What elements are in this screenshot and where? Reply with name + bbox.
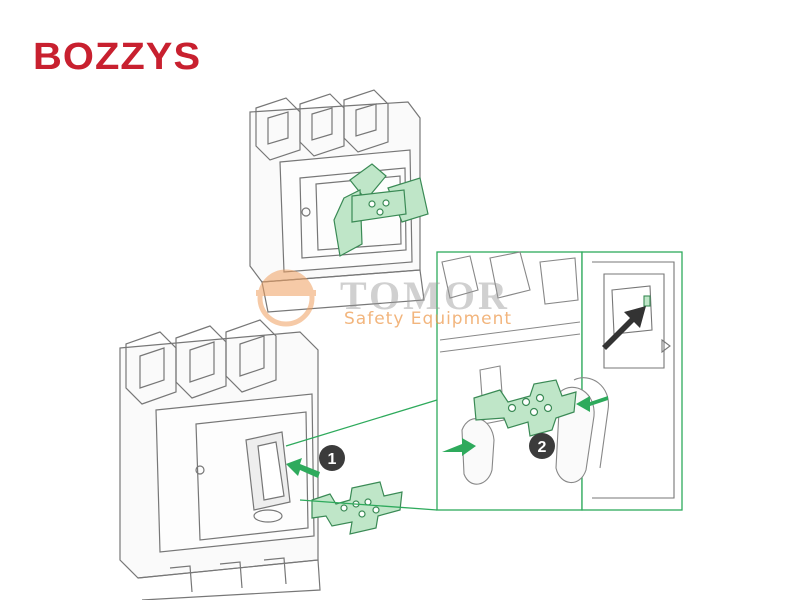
watermark-logo bbox=[256, 269, 316, 327]
step-1-number: 1 bbox=[328, 451, 337, 468]
lock-device-closeup bbox=[473, 379, 577, 437]
squeeze-left-arrow-icon bbox=[442, 438, 476, 456]
push-arrow-icon bbox=[602, 306, 646, 350]
breaker-lower bbox=[119, 319, 321, 600]
insert-arrow-icon bbox=[286, 458, 320, 478]
watermark-subtitle: Safety Equipment bbox=[344, 309, 513, 329]
squeeze-right-arrow-icon bbox=[576, 396, 608, 412]
detail-closeup bbox=[439, 251, 609, 485]
step-badge-2 bbox=[529, 433, 555, 459]
brand-logo: BOZZYS bbox=[33, 36, 202, 78]
step-2-number: 2 bbox=[538, 439, 547, 456]
watermark-title: TOMOR bbox=[340, 273, 510, 318]
lock-device-installed bbox=[333, 163, 429, 257]
step-badge-1 bbox=[319, 445, 345, 471]
lock-device-detached bbox=[311, 481, 403, 535]
